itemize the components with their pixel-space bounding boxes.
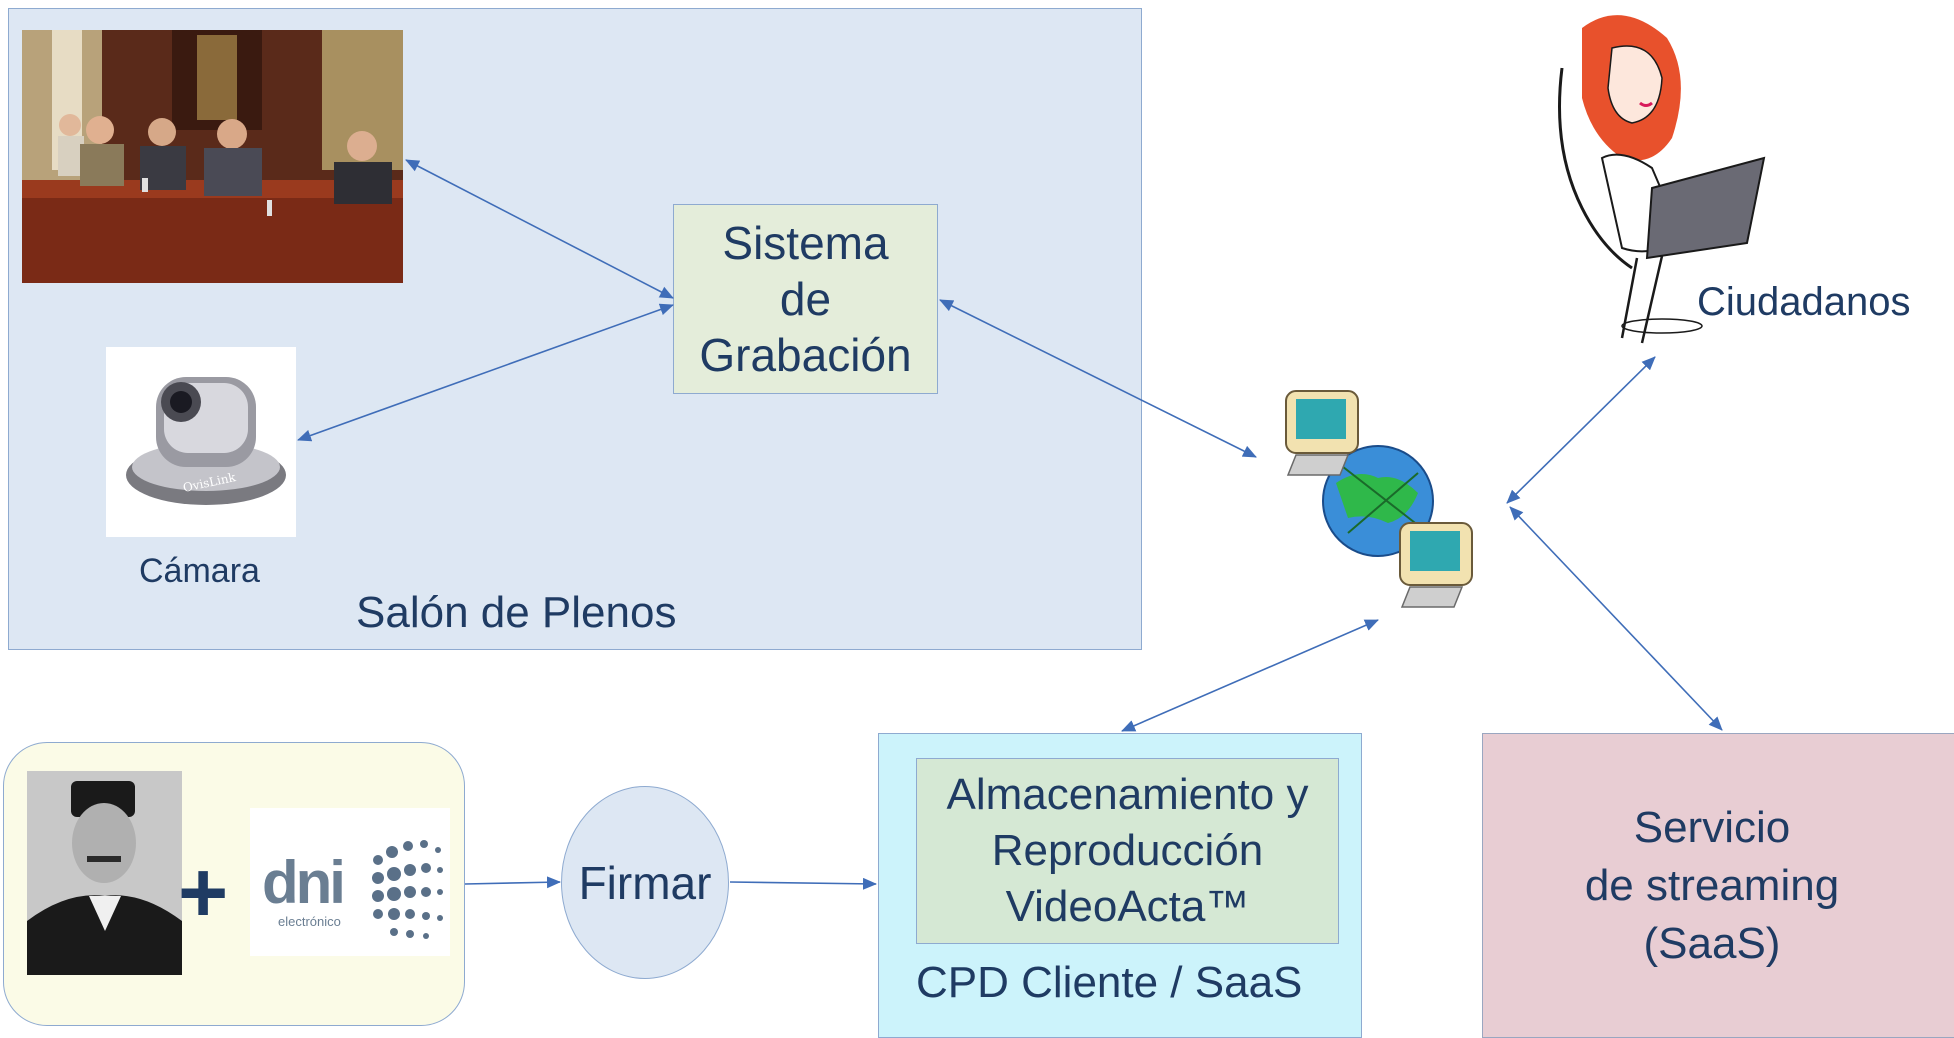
almacenamiento-line-1: Almacenamiento y (946, 770, 1309, 819)
dni-dots-icon (372, 840, 443, 939)
almacenamiento-line-3: VideoActa™ (1005, 882, 1250, 931)
council-meeting-photo (22, 30, 403, 283)
arrow-network-cpd (1121, 619, 1379, 732)
arrow-sistema-network (939, 299, 1257, 458)
camara-label: Cámara (139, 552, 260, 590)
dni-logo-subtitle: electrónico (278, 914, 341, 929)
dni-electronico-logo: dni electrónico (250, 808, 450, 956)
streaming-line-2: de streaming (1584, 860, 1840, 910)
cpd-label: CPD Cliente / SaaS (916, 958, 1303, 1007)
arrow-firma-firmar (464, 876, 561, 889)
sistema-line-1: Sistema (722, 217, 889, 269)
almacenamiento-box: Almacenamiento y Reproducción VideoActa™ (916, 758, 1339, 944)
sistema-grabacion-box: Sistema de Grabación (673, 204, 938, 394)
portrait-photo (27, 771, 182, 975)
ciudadanos-label: Ciudadanos (1697, 280, 1911, 324)
network-globe-icon (1285, 390, 1473, 608)
firmar-label: Firmar (578, 856, 712, 909)
arrow-photo-sistema (405, 159, 674, 299)
salon-de-plenos-label: Salón de Plenos (356, 588, 677, 637)
firmar-node: Firmar (561, 786, 729, 979)
citizen-illustration (1542, 8, 1772, 348)
streaming-line-3: (SaaS) (1643, 918, 1781, 968)
arrow-network-ciudadanos (1506, 356, 1656, 504)
almacenamiento-line-2: Reproducción (991, 826, 1264, 875)
sistema-line-3: Grabación (699, 329, 912, 381)
arrow-network-streaming (1509, 506, 1723, 731)
streaming-line-1: Servicio (1633, 802, 1791, 852)
dni-logo-text: dni (262, 849, 346, 916)
sistema-line-2: de (779, 273, 832, 325)
arrow-firmar-cpd (729, 877, 877, 890)
camera-image: OvisLink (106, 347, 296, 537)
plus-sign: + (178, 845, 229, 941)
streaming-service-box: Servicio de streaming (SaaS) (1482, 733, 1954, 1038)
arrow-camara-sistema (297, 303, 674, 442)
